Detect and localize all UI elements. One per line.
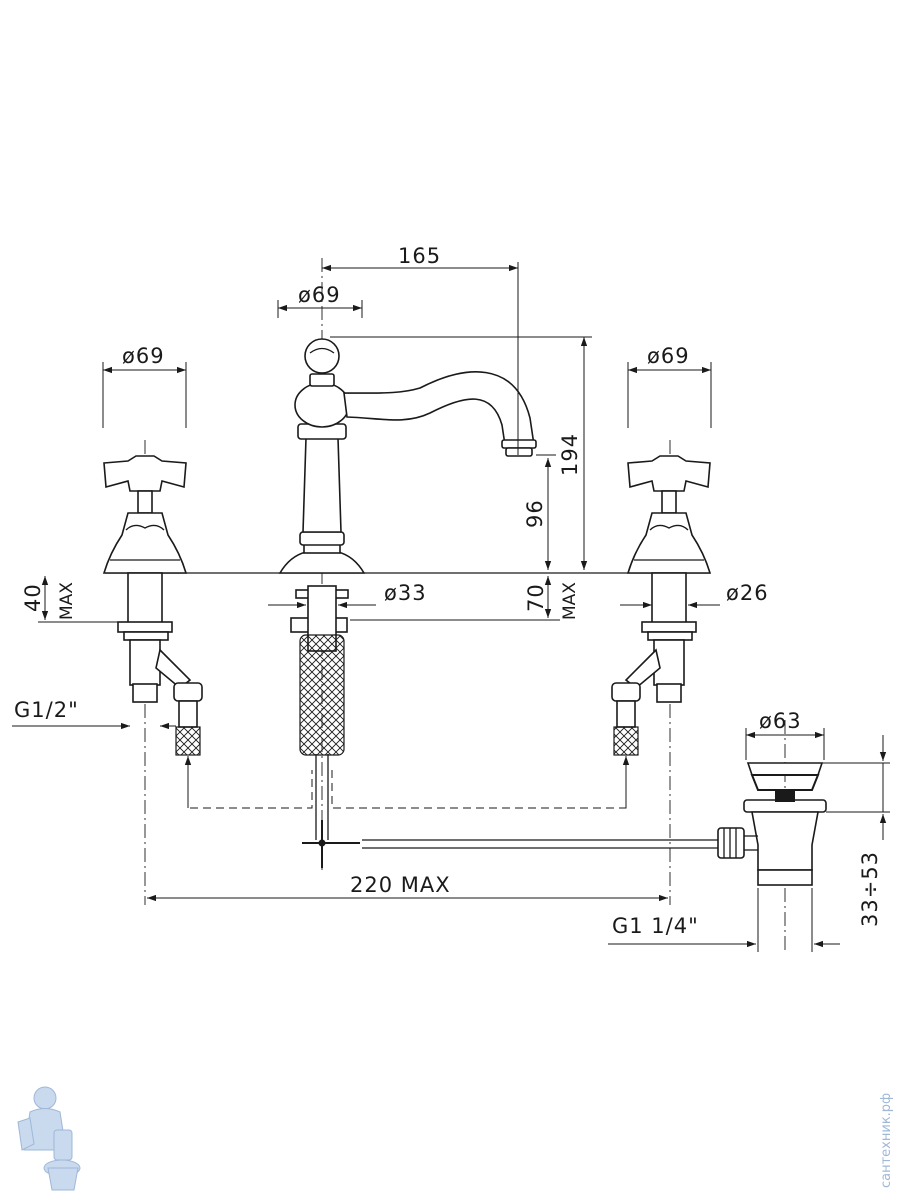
pop-up-waste [717, 720, 827, 950]
dim-left-max-thickness: 40 [21, 583, 45, 612]
dim-waste-thread: G1 1/4" [612, 914, 699, 938]
dim-right-handle-diameter: ø69 [647, 344, 690, 368]
dim-spread: 220 MAX [350, 873, 451, 897]
dim-center-max-label: MAX [560, 582, 580, 620]
left-valve-assembly [102, 440, 203, 905]
right-valve-assembly [611, 440, 712, 905]
watermark-site-text: сантехник.рф [879, 1093, 894, 1188]
dim-spout-reach: 165 [398, 244, 441, 268]
dim-spout-base-diameter: ø69 [298, 283, 341, 307]
dim-valve-shank-diameter: ø26 [726, 581, 769, 605]
plumber-mascot-logo-icon [17, 1086, 81, 1191]
dim-center-max-thickness: 70 [524, 583, 548, 612]
dim-inlet-thread: G1/2" [14, 698, 79, 722]
dim-shank-diameter: ø33 [384, 581, 427, 605]
dim-outlet-height: 96 [523, 499, 547, 528]
spout-assembly [278, 258, 722, 870]
right-hose-route [331, 758, 627, 809]
left-hose-route [187, 758, 313, 809]
dim-waste-range: 33÷53 [858, 851, 882, 927]
dim-spout-height: 194 [558, 433, 582, 476]
dim-left-max-label: MAX [57, 582, 77, 620]
dim-left-handle-diameter: ø69 [122, 344, 165, 368]
dim-waste-diameter: ø63 [759, 709, 802, 733]
